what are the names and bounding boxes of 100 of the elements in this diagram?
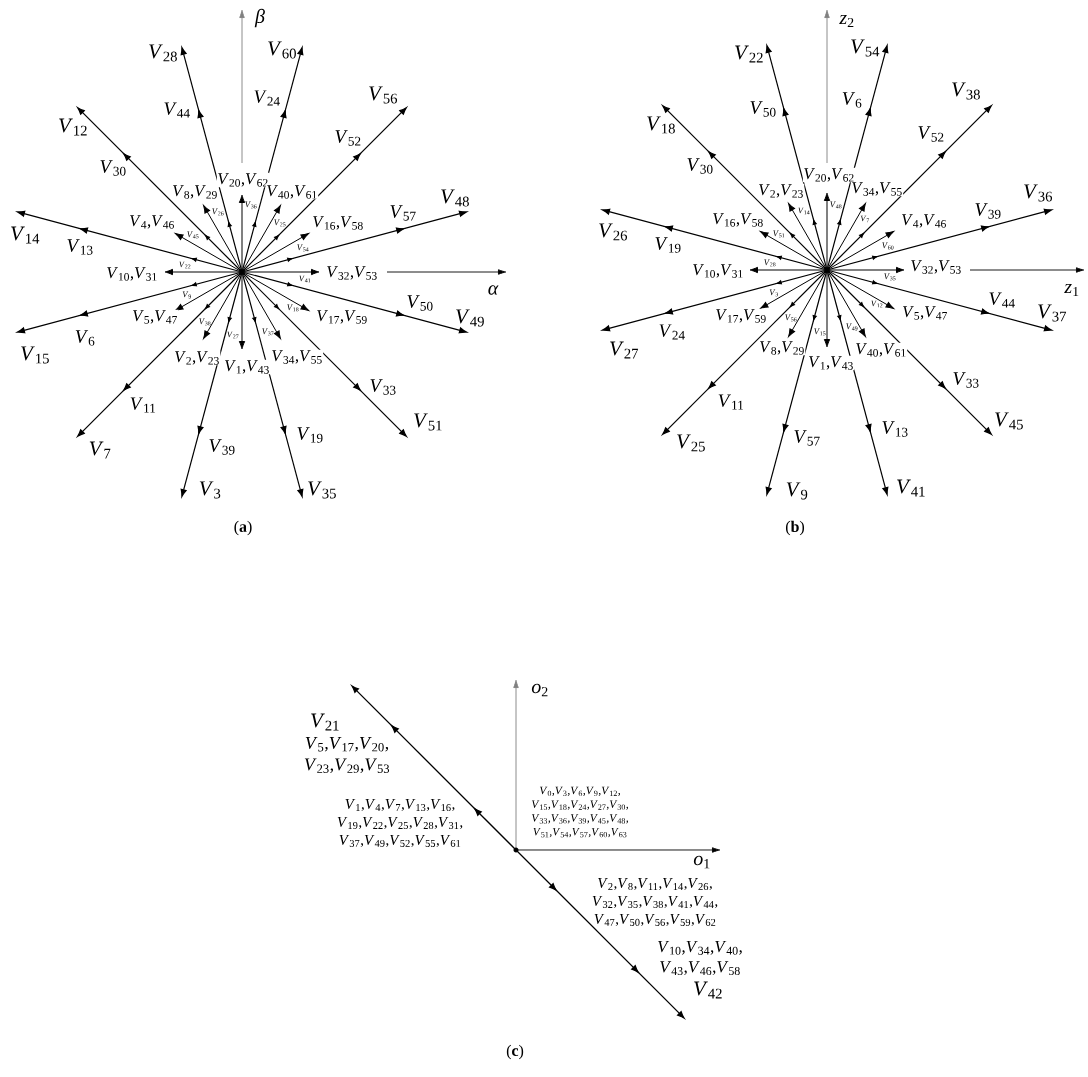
vector-label: V$_{1}$,V$_{4}$,V$_{7}$,V$_{13}$,V$_{16}$, V$_{19}$,V$_{22}$,V$_{25}$,V$_{28}$,V$_{31}$, V$_{37}$,V$_{49}$,V$_{52}$,V$_{55}$,V$_{61}$ — [337, 799, 463, 847]
vector-label: V$_{6}$ — [75, 330, 95, 346]
vector-label: V$_{19}$ — [297, 427, 323, 443]
axis-label: z$_{1}$ — [1064, 283, 1079, 297]
vector-label: V$_{56}$ — [369, 86, 398, 104]
vector-label: V$_{39}$ — [975, 203, 1001, 219]
vector-label: V$_{6}$ — [842, 92, 862, 108]
vector-label: V$_{5}$,V$_{47}$ — [131, 309, 179, 325]
vector-label: V$_{1}$,V$_{43}$ — [807, 355, 855, 371]
vector-label: V$_{35}$ — [884, 273, 896, 281]
vector-label: V$_{41}$ — [299, 275, 311, 283]
vector-label: V$_{60}$ — [882, 242, 894, 250]
vector-label: V$_{8}$,V$_{29}$ — [171, 184, 219, 200]
axis-label: o$_{1}$ — [693, 855, 710, 869]
vector-label: V$_{37}$ — [262, 328, 274, 336]
vector-label: V$_{18}$ — [287, 304, 299, 312]
vector-label: V$_{40}$,V$_{61}$ — [854, 342, 908, 358]
vector-label: V$_{10}$,V$_{31}$ — [691, 263, 745, 279]
vector-label: V$_{21}$ — [311, 713, 339, 731]
vector-label: V$_{27}$ — [610, 341, 639, 359]
vector-label: V$_{45}$ — [187, 231, 199, 239]
panel-label: (b) — [785, 520, 805, 536]
vector-label: V$_{54}$ — [851, 39, 880, 57]
vector-label: V$_{22}$ — [179, 261, 191, 269]
vector-label: V$_{52}$ — [918, 126, 944, 142]
vector-label: V$_{4}$,V$_{46}$ — [128, 214, 176, 230]
vector-label: V$_{26}$ — [212, 208, 224, 216]
vector-label: V$_{50}$ — [407, 295, 433, 311]
vector-label: V$_{25}$ — [677, 434, 705, 452]
vector-label: V$_{24}$ — [254, 90, 280, 106]
vector-label: V$_{7}$ — [89, 441, 111, 459]
vector-label: V$_{8}$,V$_{29}$ — [758, 340, 806, 356]
vector-label: V$_{2}$,V$_{23}$ — [757, 183, 805, 199]
vector-label: V$_{39}$ — [209, 439, 235, 455]
axis-label: o$_{2}$ — [531, 683, 548, 697]
vector-label: V$_{5}$,V$_{47}$ — [901, 305, 949, 321]
vector-label: V$_{1}$,V$_{43}$ — [223, 359, 271, 375]
vector-label: V$_{56}$ — [785, 314, 797, 322]
vector-label: V$_{50}$ — [750, 101, 776, 117]
vector-label: V$_{24}$ — [659, 324, 685, 340]
axis-label: α — [488, 285, 499, 295]
vector-label: V$_{3}$ — [199, 481, 221, 499]
vector-label: V$_{14}$ — [798, 207, 810, 215]
vector-label: V$_{41}$ — [897, 479, 925, 497]
vector-label: V$_{11}$ — [130, 397, 156, 413]
vector-label: V$_{15}$ — [814, 328, 826, 336]
vector-label: V$_{25}$ — [274, 219, 286, 227]
vector-label: V$_{26}$ — [599, 223, 628, 241]
vector-label: V$_{17}$,V$_{59}$ — [315, 309, 369, 325]
vector-label: V$_{12}$ — [59, 118, 87, 136]
vector-label: V$_{36}$ — [245, 201, 257, 209]
vector-label: V$_{51}$ — [414, 413, 442, 431]
vector-label: V$_{17}$,V$_{59}$ — [714, 308, 768, 324]
vector-label: V$_{57}$ — [794, 430, 820, 446]
vector-label: V$_{12}$ — [871, 300, 883, 308]
vector-label: V$_{54}$ — [297, 244, 309, 252]
vector-label: V$_{5}$,V$_{17}$,V$_{20}$, V$_{23}$,V$_{29}$,V$_{53}$ — [304, 737, 390, 773]
vector-label: V$_{9}$ — [786, 482, 808, 500]
vector-label: V$_{30}$ — [687, 158, 713, 174]
vector-label: V$_{52}$ — [335, 130, 361, 146]
vector-label: V$_{48}$ — [441, 189, 469, 207]
vector-label: V$_{49}$ — [456, 309, 484, 327]
vector-label: V$_{7}$ — [860, 215, 870, 223]
vector-label: V$_{32}$,V$_{53}$ — [909, 259, 963, 275]
vector-label: V$_{32}$,V$_{53}$ — [325, 265, 379, 281]
vector-label: V$_{37}$ — [1038, 304, 1067, 322]
vector-label: V$_{16}$,V$_{58}$ — [711, 212, 765, 228]
vector-label: V$_{14}$ — [11, 226, 40, 244]
vector-label: V$_{28}$ — [149, 44, 177, 62]
vector-label: V$_{19}$ — [655, 237, 681, 253]
vector-label: V$_{28}$ — [764, 259, 776, 267]
vector-label: V$_{45}$ — [995, 412, 1023, 430]
vector-label: V$_{38}$ — [952, 82, 980, 100]
vector-label: V$_{27}$ — [227, 331, 239, 339]
vector-label: V$_{42}$ — [694, 981, 722, 999]
vector-label: V$_{9}$ — [182, 291, 191, 299]
vector-label: V$_{44}$ — [164, 102, 190, 118]
vector-label: V$_{2}$,V$_{8}$,V$_{11}$,V$_{14}$,V$_{26}$, V$_{32}$,V$_{35}$,V$_{38}$,V$_{41}$,V$_{44}$, V$_{47}$,V$_{50}$,V$_{56}$,V$_{59}$,V$_{62}$ — [592, 878, 718, 926]
vector-label: V$_{4}$,V$_{46}$ — [900, 213, 948, 229]
vector-label: V$_{35}$ — [308, 481, 336, 499]
vector-label: V$_{2}$,V$_{23}$ — [173, 350, 221, 366]
vector-label: V$_{51}$ — [773, 230, 785, 238]
vector-label: V$_{33}$ — [953, 372, 979, 388]
panel-label: (c) — [506, 1044, 524, 1060]
vector-label: V$_{34}$,V$_{55}$ — [850, 181, 904, 197]
vector-label: V$_{0}$,V$_{3}$,V$_{6}$,V$_{9}$,V$_{12}$, V$_{15}$,V$_{18}$,V$_{24}$,V$_{27}$,V$_{30}$, V$_{33}$,V$_{36}$,V$_{39}$,V$_{45}$,V$_{48}$, V$_{51}$,V$_{54}$,V$_{57}$,V$_{60}$,V$_{63}$ — [531, 786, 628, 838]
vector-label: V$_{48}$ — [830, 201, 842, 209]
vector-label: V$_{34}$,V$_{55}$ — [270, 349, 324, 365]
vector-label: V$_{44}$ — [989, 292, 1015, 308]
vector-label: V$_{3}$ — [769, 289, 778, 297]
vector-label: V$_{57}$ — [390, 205, 416, 221]
vector-label: V$_{10}$,V$_{34}$,V$_{40}$, V$_{43}$,V$_{46}$,V$_{58}$ — [658, 940, 742, 976]
vector-label: V$_{10}$,V$_{31}$ — [105, 266, 159, 282]
vector-label: V$_{33}$ — [370, 379, 396, 395]
vector-label: V$_{38}$ — [199, 318, 211, 326]
vector-label: V$_{30}$ — [100, 160, 126, 176]
vector-label: V$_{13}$ — [882, 421, 908, 437]
vector-label: V$_{16}$,V$_{58}$ — [311, 215, 365, 231]
axis-label: z$_{2}$ — [839, 14, 854, 28]
vector-label: V$_{11}$ — [718, 394, 744, 410]
